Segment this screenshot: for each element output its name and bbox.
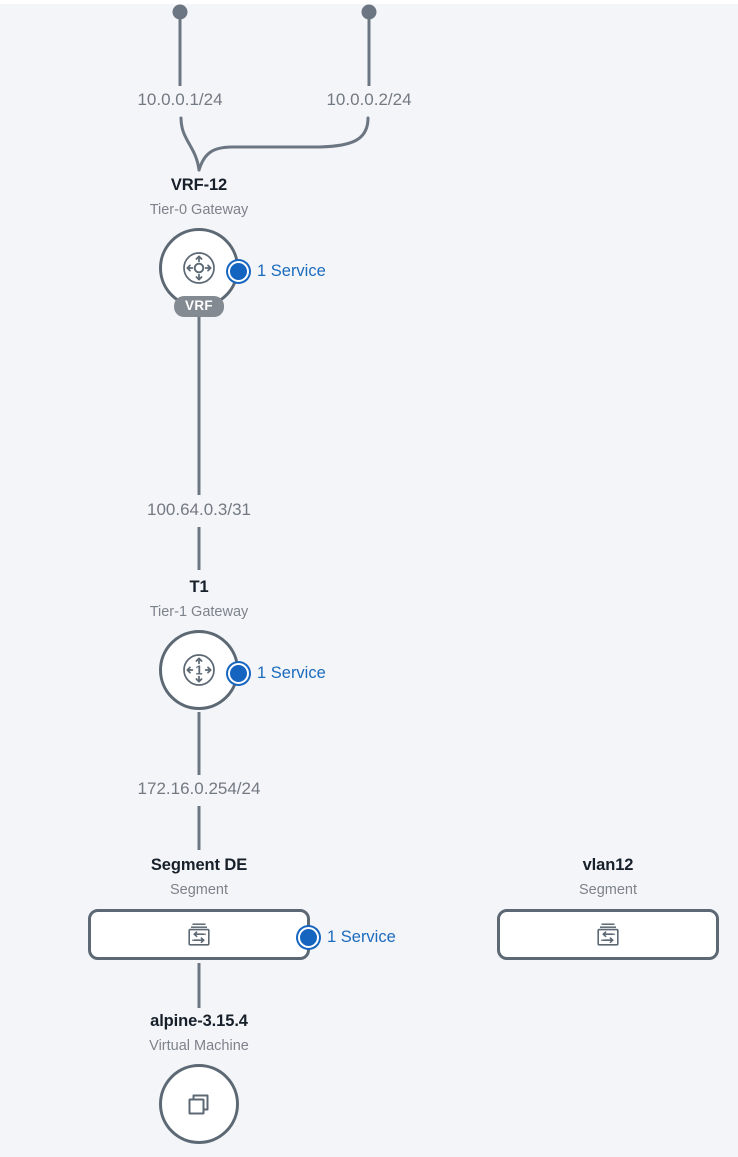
tier1-service-label: 1 Service xyxy=(257,664,326,682)
node-vm-subtitle: Virtual Machine xyxy=(149,1038,249,1054)
service-dot-icon xyxy=(228,261,249,282)
uplink-endpoint-dot-left xyxy=(172,4,188,20)
tier1-icon-digit: 1 xyxy=(195,663,202,678)
uplink-curve-right xyxy=(197,116,370,172)
segment-de-box[interactable] xyxy=(88,909,310,960)
tier1-gateway-circle[interactable]: 1 xyxy=(159,630,239,710)
top-edge-strip xyxy=(0,0,738,4)
node-tier0-gateway[interactable]: VRF-12 Tier-0 Gateway xyxy=(59,176,339,317)
router-vrf-icon xyxy=(179,248,219,288)
vm-circle[interactable] xyxy=(159,1064,239,1144)
node-tier1-title: T1 xyxy=(189,578,209,596)
node-vlan12-subtitle: Segment xyxy=(578,882,638,898)
tier0-gateway-circle[interactable]: VRF xyxy=(159,228,239,317)
segment-de-service-label: 1 Service xyxy=(327,928,396,946)
node-vm-title: alpine-3.15.4 xyxy=(150,1012,248,1030)
node-segment-de[interactable]: Segment DE Segment xyxy=(59,856,339,960)
node-segment-de-title: Segment DE xyxy=(150,856,248,874)
uplink-curve-left xyxy=(179,116,201,172)
node-tier0-subtitle: Tier-0 Gateway xyxy=(149,202,249,218)
node-vlan12-title: vlan12 xyxy=(582,856,634,874)
router-tier1-icon: 1 xyxy=(179,650,219,690)
interface-label-uplink-right: 10.0.0.2/24 xyxy=(326,90,412,109)
node-segment-vlan12[interactable]: vlan12 Segment xyxy=(468,856,738,960)
tier0-service-label: 1 Service xyxy=(257,262,326,280)
node-tier0-title: VRF-12 xyxy=(170,176,228,194)
interface-label-tier1-segment: 172.16.0.254/24 xyxy=(137,779,261,798)
node-tier1-subtitle: Tier-1 Gateway xyxy=(149,604,249,620)
uplink-endpoint-dot-right xyxy=(361,4,377,20)
tier0-service-chip[interactable]: 1 Service xyxy=(228,261,326,282)
tier1-service-chip[interactable]: 1 Service xyxy=(228,663,326,684)
segment-switch-icon xyxy=(593,920,623,950)
node-virtual-machine[interactable]: alpine-3.15.4 Virtual Machine xyxy=(59,1012,339,1144)
service-dot-icon xyxy=(228,663,249,684)
virtual-machine-icon xyxy=(180,1085,218,1123)
vlan12-box[interactable] xyxy=(497,909,719,960)
segment-de-service-chip[interactable]: 1 Service xyxy=(298,927,396,948)
interface-label-uplink-left: 10.0.0.1/24 xyxy=(137,90,223,109)
segment-switch-icon xyxy=(184,920,214,950)
interface-label-tier0-tier1: 100.64.0.3/31 xyxy=(147,500,251,519)
service-dot-icon xyxy=(298,927,319,948)
vrf-badge: VRF xyxy=(174,296,224,317)
node-segment-de-subtitle: Segment xyxy=(169,882,229,898)
node-tier1-gateway[interactable]: T1 Tier-1 Gateway 1 xyxy=(59,578,339,710)
